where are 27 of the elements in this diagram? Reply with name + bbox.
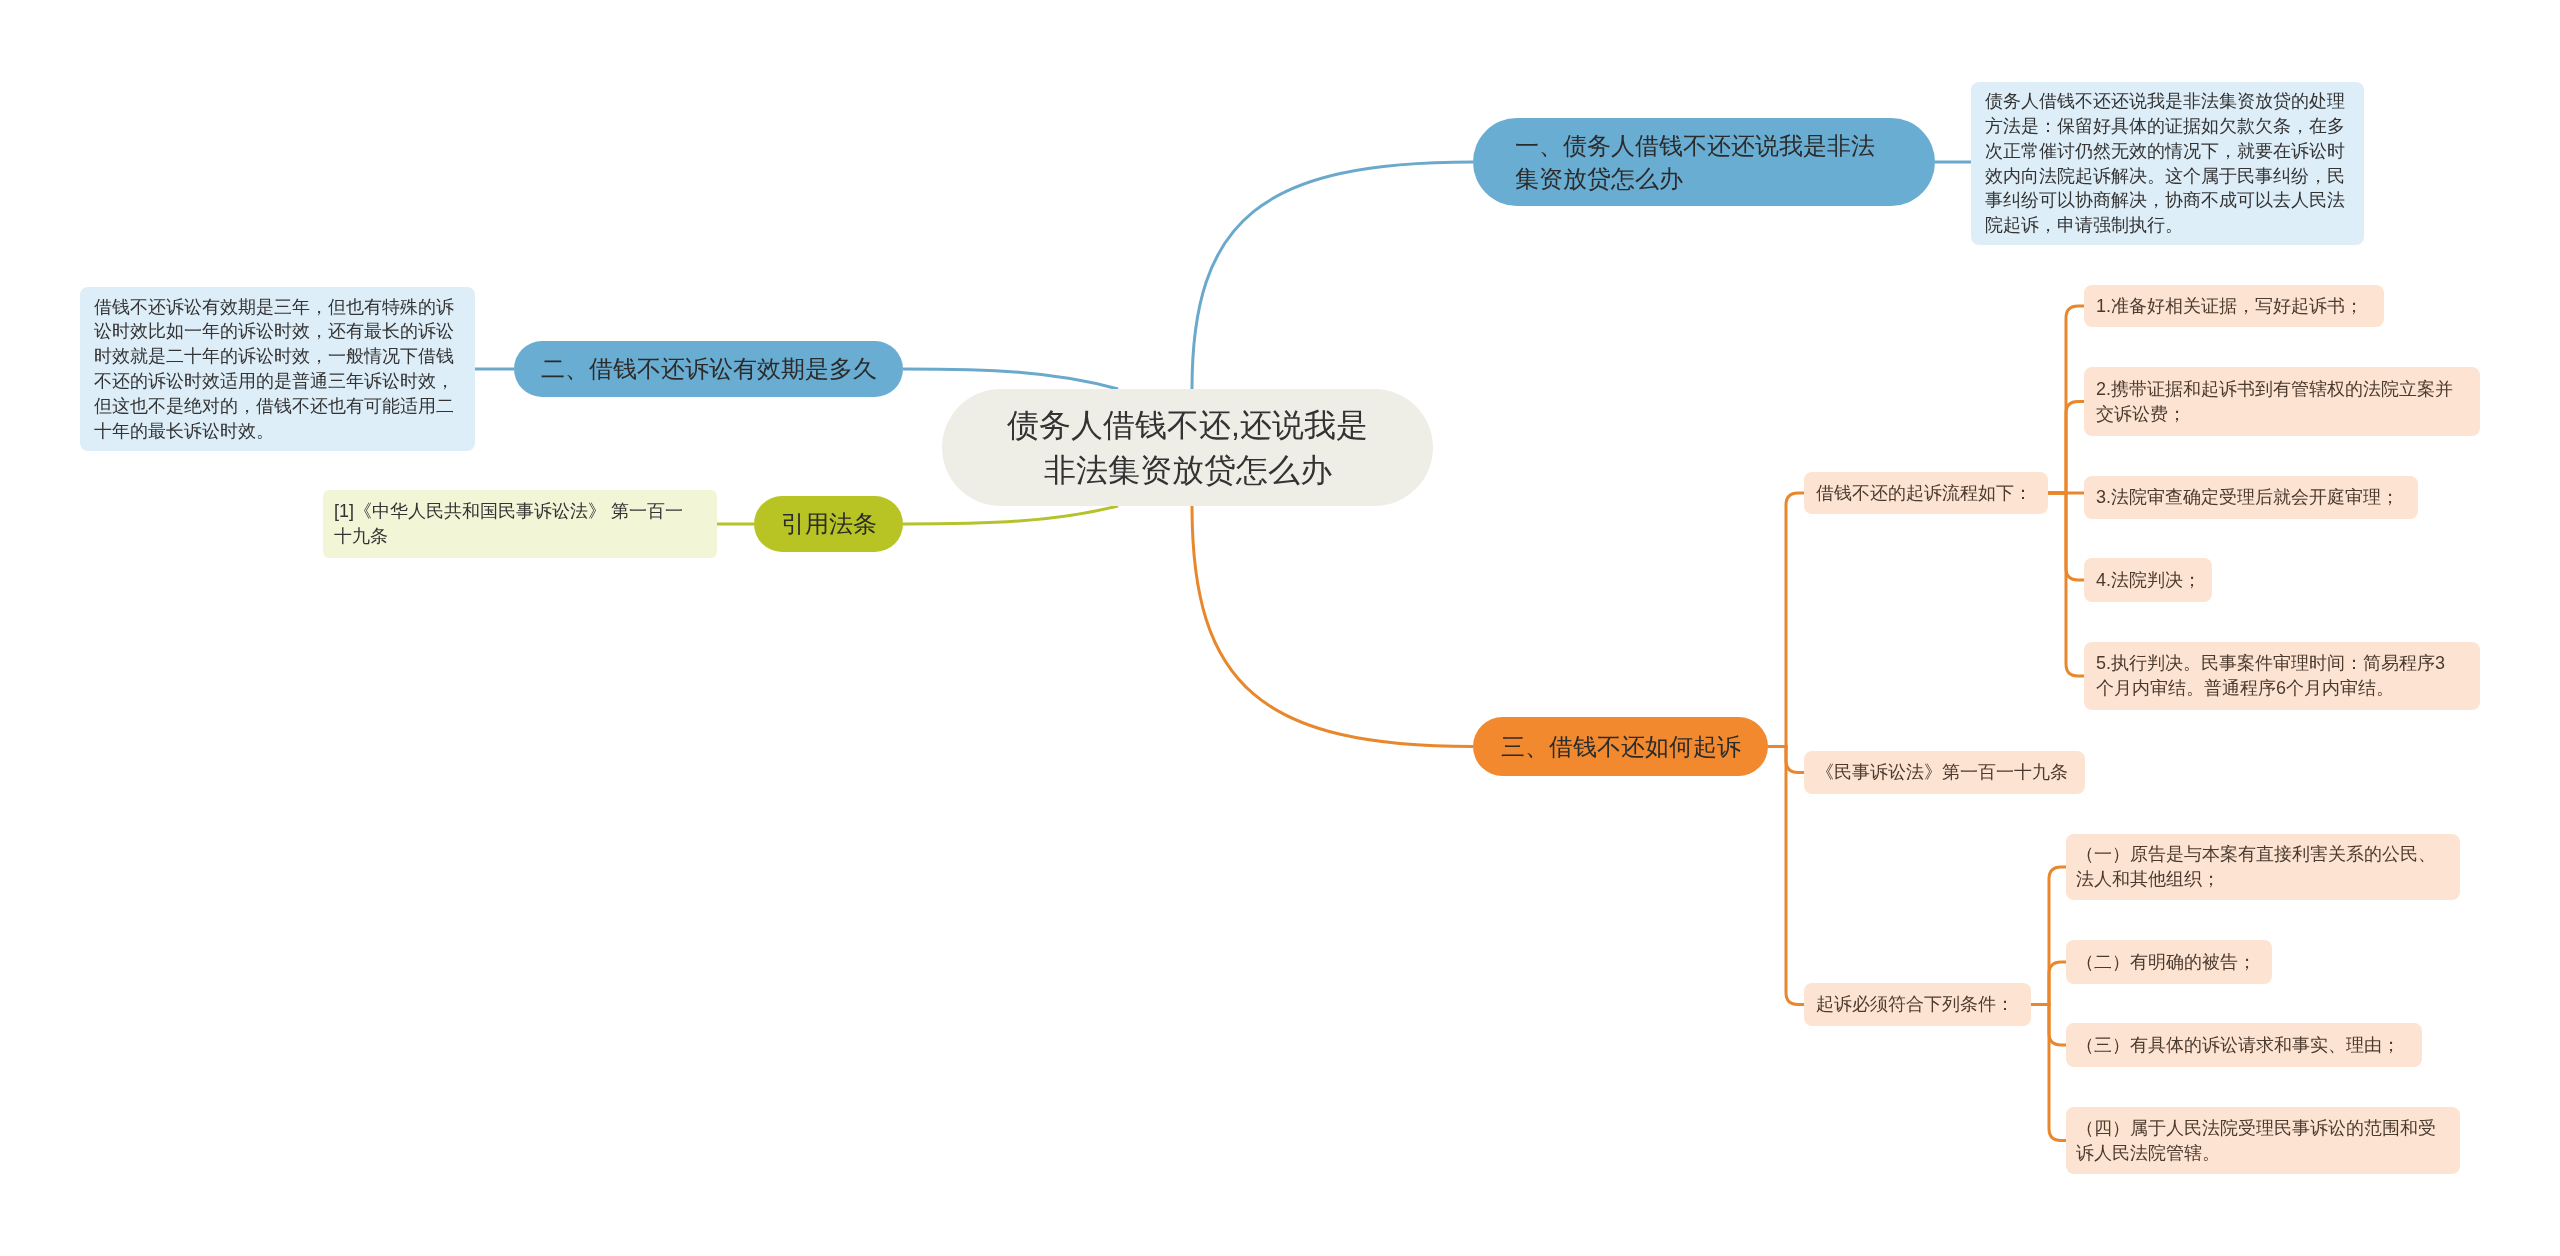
subtopic-box: 2.携带证据和起诉书到有管辖权的法院立案并交诉讼费； <box>2084 367 2480 436</box>
connector-line <box>903 504 1119 526</box>
subtopic-box: 起诉必须符合下列条件： <box>1804 983 2031 1026</box>
topic-pill: 引用法条 <box>754 496 903 552</box>
note-box: [1]《中华人民共和国民事诉讼法》 第一百一十九条 <box>323 490 717 558</box>
subtopic-box: 3.法院审查确定受理后就会开庭审理； <box>2084 476 2418 519</box>
connector-line <box>1190 505 1474 748</box>
subtopic-box: （一）原告是与本案有直接利害关系的公民、法人和其他组织； <box>2066 834 2460 900</box>
subtopic-box: 1.准备好相关证据，写好起诉书； <box>2084 285 2384 327</box>
central-topic: 债务人借钱不还,还说我是非法集资放贷怎么办 <box>942 389 1433 506</box>
subtopic-box: （二）有明确的被告； <box>2066 940 2272 984</box>
topic-pill: 二、借钱不还诉讼有效期是多久 <box>514 341 903 397</box>
connector-line <box>1190 160 1474 390</box>
topic-pill: 一、债务人借钱不还还说我是非法集资放贷怎么办 <box>1473 118 1935 206</box>
connector-line <box>903 367 1119 391</box>
subtopic-box: （四）属于人民法院受理民事诉讼的范围和受诉人民法院管辖。 <box>2066 1107 2460 1174</box>
connector-line <box>1935 160 1971 164</box>
subtopic-box: 5.执行判决。民事案件审理时间：简易程序3个月内审结。普通程序6个月内审结。 <box>2084 642 2480 710</box>
connector-line <box>475 367 514 371</box>
subtopic-box: 借钱不还的起诉流程如下： <box>1804 472 2048 514</box>
note-box: 借钱不还诉讼有效期是三年，但也有特殊的诉讼时效比如一年的诉讼时效，还有最长的诉讼时效就是二十年的诉讼时效，一般情况下借钱不还的诉讼时效适用的是普通三年诉讼时效，但这也不是绝对的，借钱不还也有可能适用二十年的最长诉讼时效。 <box>80 287 475 451</box>
note-box: 债务人借钱不还还说我是非法集资放贷的处理方法是：保留好具体的证据如欠款欠条，在多次正常催讨仍然无效的情况下，就要在诉讼时效内向法院起诉解决。这个属于民事纠纷，民事纠纷可以协商解决，协商不成可以去人民法院起诉，申请强制执行。 <box>1971 82 2364 245</box>
subtopic-box: 4.法院判决； <box>2084 558 2212 602</box>
connector-line <box>717 522 754 526</box>
subtopic-box: 《民事诉讼法》第一百一十九条 <box>1804 751 2085 794</box>
subtopic-box: （三）有具体的诉讼请求和事实、理由； <box>2066 1023 2422 1067</box>
topic-pill: 三、借钱不还如何起诉 <box>1473 717 1768 776</box>
